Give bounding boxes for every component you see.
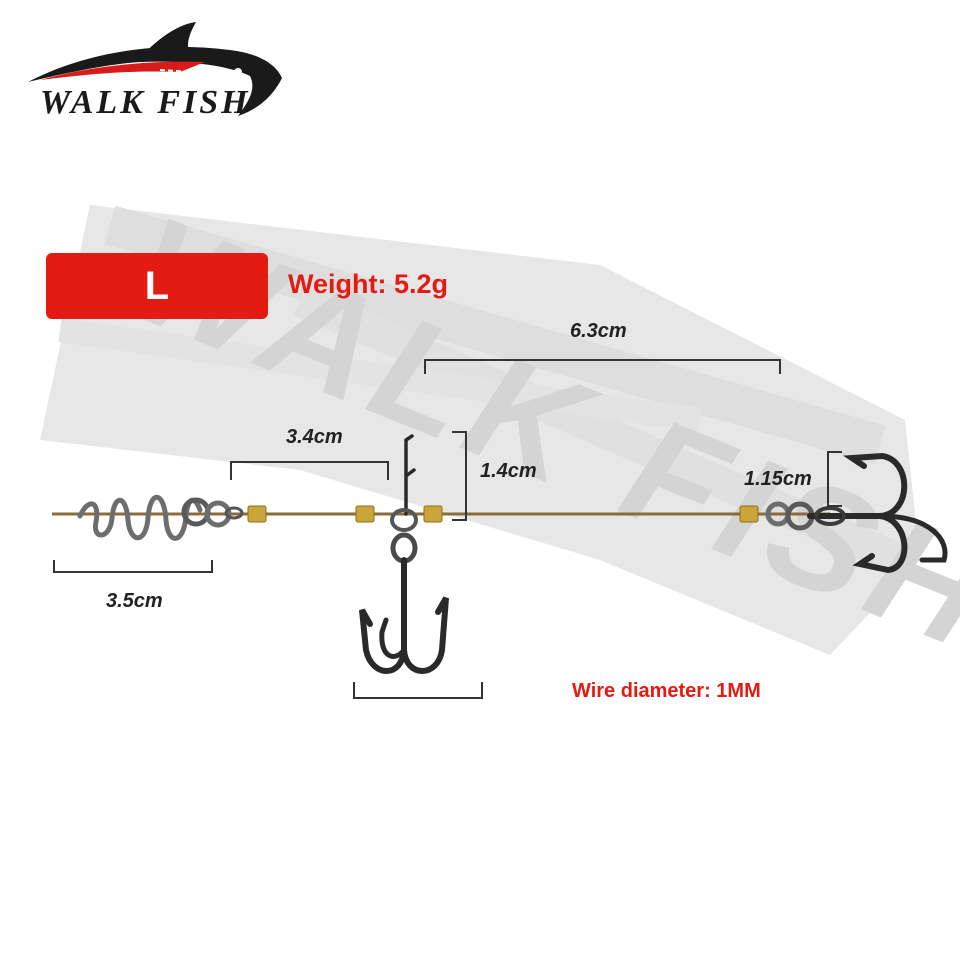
rear-treble-hook xyxy=(807,452,948,574)
middle-hook-height-label: 1.4cm xyxy=(480,460,537,482)
front-segment-bracket xyxy=(230,461,389,480)
corkscrew-bracket xyxy=(53,560,213,573)
middle-hook-width-bracket xyxy=(353,682,483,699)
crimp-sleeve xyxy=(355,505,375,523)
crimp-sleeve xyxy=(423,505,443,523)
brand-logo: WALK FISH xyxy=(40,84,251,121)
crimp-sleeve xyxy=(247,505,267,523)
middle-treble-hook xyxy=(359,557,449,674)
rear-hook-gap-label: 1.15cm xyxy=(744,468,812,490)
swivel-ring-front xyxy=(204,500,232,528)
weight-label: Weight: 5.2g xyxy=(288,269,449,299)
size-badge: L xyxy=(46,253,268,319)
wire-diameter-label: Wire diameter: 1MM xyxy=(572,680,761,702)
swivel-eye-front xyxy=(224,506,244,520)
rear-segment-bracket xyxy=(424,359,781,374)
middle-swivel xyxy=(390,508,418,532)
rear-hook-gap-bracket xyxy=(827,451,842,507)
corkscrew-spiral xyxy=(77,494,203,541)
rear-segment-label: 6.3cm xyxy=(570,320,627,342)
logo-fish-icon xyxy=(28,22,282,116)
corkscrew-length-label: 3.5cm xyxy=(106,590,163,612)
rear-hook-eye xyxy=(814,506,846,526)
middle-hook-height-bracket xyxy=(452,431,467,521)
bait-pin xyxy=(404,434,416,516)
front-segment-label: 3.4cm xyxy=(286,426,343,448)
crimp-sleeve xyxy=(739,505,759,523)
